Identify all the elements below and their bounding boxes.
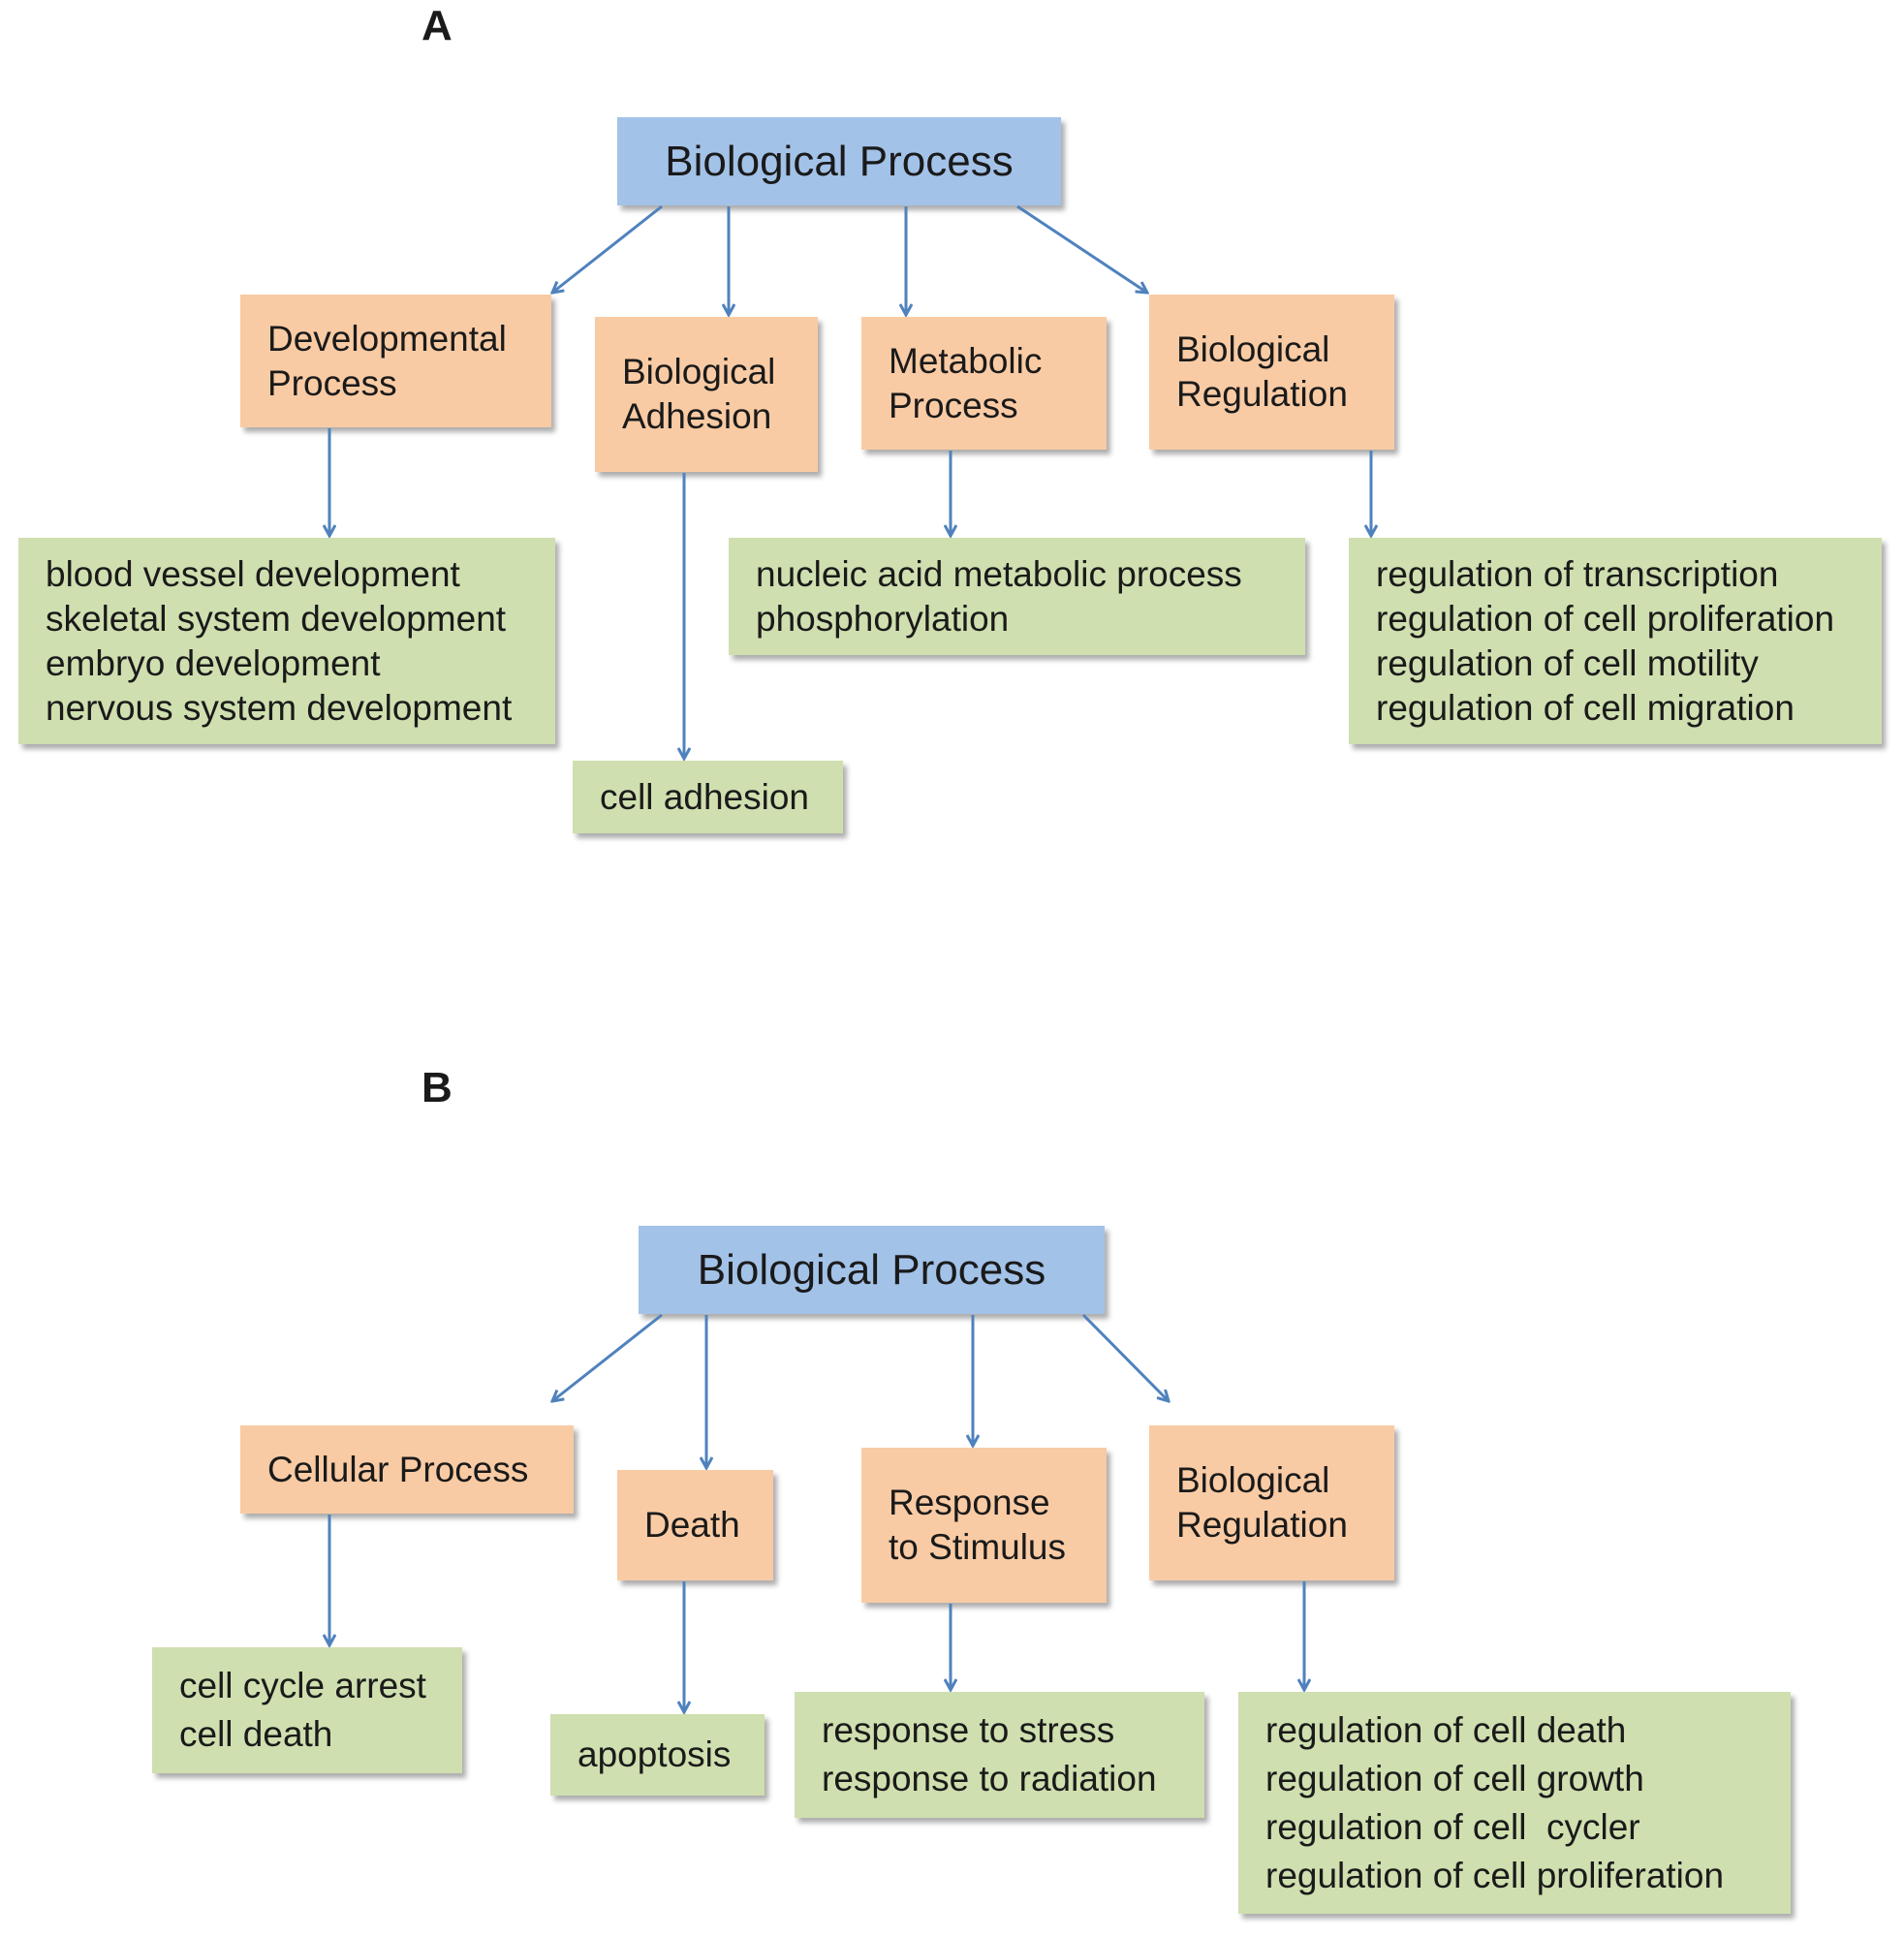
- term-item: cell cycle arrest: [179, 1666, 426, 1705]
- category-label: Response to Stimulus: [889, 1483, 1067, 1567]
- panel-a-category-metabolic-process: Metabolic Process: [861, 317, 1107, 450]
- panel-a-root-node: Biological Process: [617, 117, 1061, 205]
- panel-b-terms-cellular: cell cycle arrest cell death: [152, 1647, 462, 1773]
- panel-a-label: A: [421, 2, 453, 49]
- panel-b-label: B: [421, 1064, 453, 1111]
- panel-a-terms-developmental: blood vessel development skeletal system…: [18, 538, 555, 744]
- term-item: regulation of cell growth: [1265, 1758, 1644, 1798]
- panel-b-terms-regulation: regulation of cell death regulation of c…: [1238, 1692, 1791, 1914]
- panel-a-terms-regulation: regulation of transcription regulation o…: [1349, 538, 1882, 744]
- category-label: Metabolic Process: [889, 340, 1043, 425]
- term-item: nucleic acid metabolic process: [756, 553, 1242, 594]
- arrow: [552, 1313, 663, 1401]
- term-item: cell adhesion: [600, 776, 809, 817]
- term-item: phosphorylation: [756, 598, 1010, 639]
- category-label: Cellular Process: [267, 1449, 529, 1489]
- term-item: response to radiation: [822, 1759, 1157, 1798]
- panel-a-category-developmental-process: Developmental Process: [240, 295, 551, 427]
- category-label: Developmental Process: [267, 318, 507, 403]
- arrow: [1081, 1313, 1169, 1401]
- term-item: cell death: [179, 1714, 333, 1754]
- term-item: response to stress: [822, 1710, 1115, 1750]
- category-label: Biological Regulation: [1176, 329, 1348, 414]
- term-item: nervous system development: [46, 687, 513, 728]
- panel-b-root-node: Biological Process: [639, 1226, 1105, 1314]
- panel-b-terms-response: response to stress response to radiation: [795, 1692, 1204, 1818]
- term-item: regulation of cell proliferation: [1265, 1855, 1725, 1895]
- term-item: regulation of cell proliferation: [1376, 598, 1835, 639]
- term-item: regulation of cell migration: [1376, 687, 1795, 728]
- panel-a-terms-metabolic: nucleic acid metabolic process phosphory…: [729, 538, 1305, 655]
- panel-b-category-biological-regulation: Biological Regulation: [1149, 1425, 1394, 1580]
- category-label: Biological Adhesion: [622, 352, 776, 436]
- arrow: [1016, 204, 1147, 293]
- panel-b-category-death: Death: [617, 1470, 773, 1580]
- term-item: apoptosis: [577, 1735, 732, 1774]
- term-item: regulation of cell death: [1265, 1709, 1627, 1750]
- term-item: skeletal system development: [46, 598, 507, 639]
- category-label: Death: [644, 1505, 740, 1545]
- panel-b-category-cellular-process: Cellular Process: [240, 1425, 574, 1514]
- term-item: embryo development: [46, 642, 381, 683]
- panel-b-category-response-to-stimulus: Response to Stimulus: [861, 1448, 1107, 1603]
- panel-b-terms-death: apoptosis: [550, 1714, 765, 1796]
- panel-a-category-biological-adhesion: Biological Adhesion: [595, 317, 818, 472]
- term-item: regulation of transcription: [1376, 553, 1779, 594]
- arrow: [552, 204, 663, 293]
- category-label: Biological Regulation: [1176, 1460, 1348, 1545]
- panel-a-terms-adhesion: cell adhesion: [573, 761, 843, 833]
- term-item: regulation of cell cycler: [1265, 1806, 1640, 1847]
- term-item: blood vessel development: [46, 553, 460, 594]
- panel-a-category-biological-regulation: Biological Regulation: [1149, 295, 1394, 450]
- term-item: regulation of cell motility: [1376, 642, 1759, 683]
